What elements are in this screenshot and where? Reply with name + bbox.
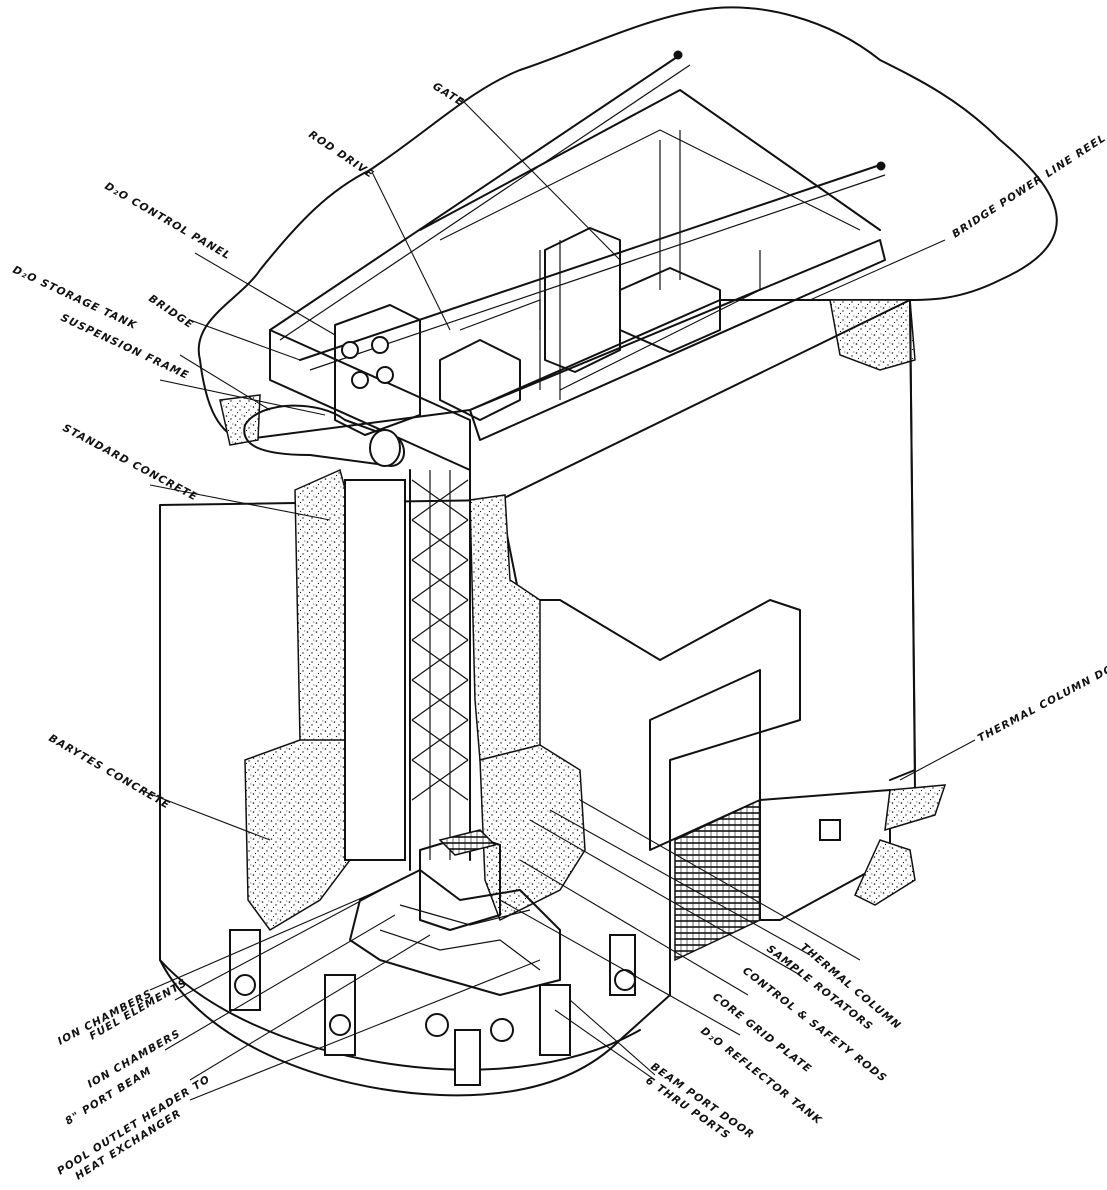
- concrete-sections: [244, 468, 586, 931]
- core-column: [344, 469, 501, 931]
- label-gate: GATE: [430, 80, 466, 109]
- label-beam-port-door: BEAM PORT DOOR: [648, 1061, 756, 1142]
- thermal-column: [649, 669, 947, 962]
- floor-slab: [197, 6, 1058, 446]
- label-pool-outlet-header: POOL OUTLET HEADER TO: [55, 1073, 212, 1178]
- label-standard-concrete: STANDARD CONCRETE: [61, 422, 200, 504]
- reactor-body: [159, 89, 916, 1097]
- label-d2o-control-panel: D₂O CONTROL PANEL: [103, 180, 233, 262]
- beam-port-area: [229, 869, 636, 1086]
- label-thermal-column-door: THERMAL COLUMN DOOR: [976, 653, 1107, 744]
- label-rod-drive: ROD DRIVE: [306, 129, 376, 182]
- label-ion-chambers-upper: ION CHAMBERS: [56, 987, 155, 1047]
- bridge-assembly: [243, 50, 886, 471]
- label-bridge-power-line-reel: BRIDGE POWER LINE REEL: [950, 132, 1107, 241]
- label-barytes-concrete: BARYTES CONCRETE: [47, 732, 173, 812]
- leader-lines: [139, 97, 976, 1101]
- label-bridge: BRIDGE: [146, 293, 196, 332]
